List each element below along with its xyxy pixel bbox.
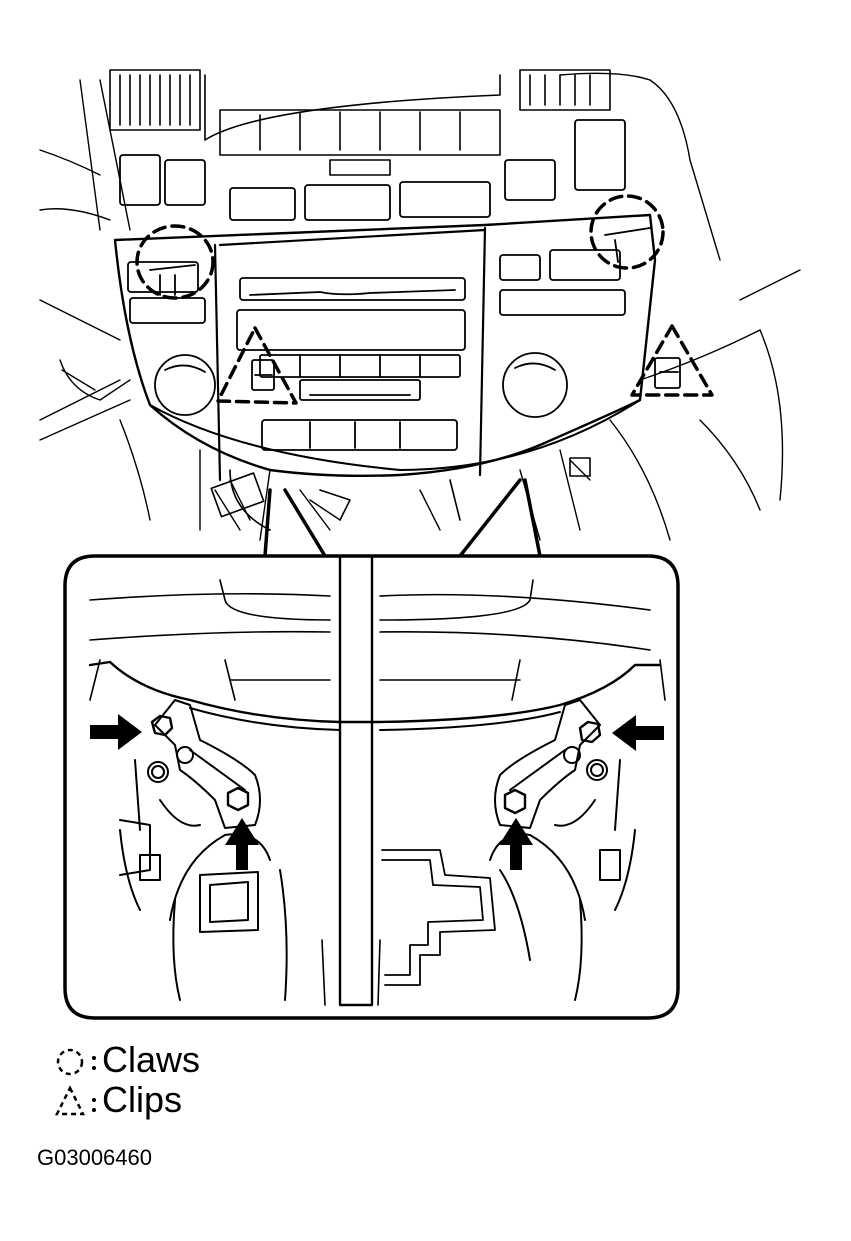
- claw-marker-right: [589, 194, 665, 270]
- detail-zoom-box: [63, 554, 680, 1020]
- bolt-arrow-left-vertical: [225, 818, 259, 870]
- claw-marker-left: [135, 224, 215, 300]
- clip-marker-left: [216, 326, 298, 405]
- dashed-circle-icon: [56, 1048, 96, 1076]
- bolt-arrow-left-horizontal: [90, 714, 142, 750]
- legend-clips-label: Clips: [102, 1079, 183, 1120]
- legend-clips: Clips: [52, 1080, 182, 1120]
- bolt-arrow-right-horizontal: [612, 715, 664, 751]
- figure-id: G03006460: [37, 1145, 152, 1170]
- callout-leader: [263, 478, 542, 558]
- legend-claws-label: Claws: [102, 1039, 201, 1080]
- dashboard-upper-view: [39, 69, 801, 541]
- legend-claws: Claws: [52, 1040, 200, 1080]
- bolt-arrow-right-vertical: [499, 818, 533, 870]
- dashed-triangle-icon: [54, 1085, 96, 1116]
- clip-marker-right: [630, 324, 714, 397]
- dashboard-removal-diagram: [39, 69, 801, 1020]
